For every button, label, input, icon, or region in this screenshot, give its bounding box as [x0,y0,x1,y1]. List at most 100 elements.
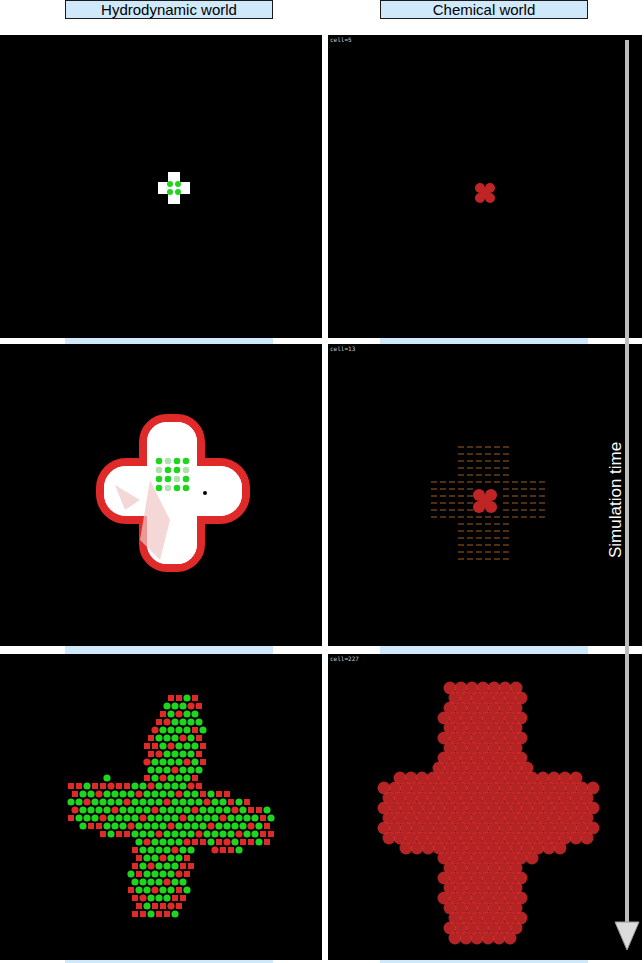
cell-dot [207,838,214,845]
cell-dot [132,863,138,869]
field-dash [485,559,491,560]
cell-dot [171,766,178,773]
cell-dot [195,718,202,725]
field-dash [467,510,473,511]
cell-dot [159,742,166,749]
cell-dot [107,798,114,805]
field-dash [476,538,482,539]
field-dash [467,461,473,462]
cell-dot [239,822,246,829]
cell-dot [136,903,142,909]
cell-dot [256,807,262,813]
field-dash [521,482,527,483]
cell-dot [223,838,230,845]
cell-dot [175,838,182,845]
cell-dot [243,830,250,837]
cell-dot [159,806,166,813]
cell-dot [75,798,82,805]
cell-dot [235,814,242,821]
cell-dot [127,806,134,813]
field-dash [503,524,509,525]
field-dash [467,447,473,448]
cell-dot [171,702,178,709]
cell-dot [554,842,567,855]
cell-dot [175,790,182,797]
cell-dot [156,485,163,492]
field-dash [485,461,491,462]
cell-dot [143,902,150,909]
field-dash [494,468,500,469]
cell-dot [167,902,174,909]
cell-dot [163,734,170,741]
cell-dot [87,806,94,813]
cell-dot [159,774,166,781]
cell-dot [155,734,162,741]
cell-dot [200,743,206,749]
cell-dot [159,870,166,877]
cell-dot [203,798,210,805]
cell-dot [163,718,170,725]
cell-dot [151,854,158,861]
cell-dot [147,830,154,837]
field-dash [503,475,509,476]
field-dash [458,503,464,504]
cell-dot [151,774,158,781]
cell-dot [183,838,190,845]
cell-dot [119,822,126,829]
field-dash [503,503,509,504]
cell-dot [156,467,163,474]
field-dash [458,524,464,525]
field-dash [530,489,536,490]
cell-dot [248,839,254,845]
cell-dot [151,870,158,877]
strip [65,646,273,654]
cell-dot [243,814,250,821]
field-dash [476,524,482,525]
field-dash [458,531,464,532]
cell-dot [196,751,202,757]
cell-dot [131,814,138,821]
cell-dot [219,798,226,805]
cell-dot [191,806,198,813]
cell-dot [526,852,539,865]
cell-dot [183,710,190,717]
cell-dot [192,775,198,781]
cell-dot [235,830,242,837]
cell-dot [203,830,210,837]
field-dash [467,468,473,469]
cell-dot [179,718,186,725]
cell-dot [179,782,186,789]
field-dash [512,503,518,504]
cell-dot [260,831,266,837]
cell-dot [151,726,158,733]
field-dash [431,510,437,511]
header-box: Chemical world [380,0,588,19]
field-dash [467,531,473,532]
cell-dot [91,814,98,821]
field-dash [458,447,464,448]
cell-dot [143,806,150,813]
cell-dot [207,806,214,813]
cell-dot [115,814,122,821]
cell-dot [216,839,222,845]
field-dash [503,489,509,490]
cell-dot [183,790,190,797]
field-dash [467,475,473,476]
cell-dot [165,476,172,483]
cell-dot [163,766,170,773]
cell-dot [156,458,163,465]
cell-dot [148,751,154,757]
cell-dot [72,791,78,797]
panel [0,344,322,646]
cell-dot [200,759,206,765]
field-dash [539,482,545,483]
cell-dot [128,887,134,893]
cell-dot [139,862,146,869]
cell-dot [196,783,202,789]
cell-dot [176,887,182,893]
cell-dot [107,830,114,837]
field-dash [494,538,500,539]
cell-dot [163,782,170,789]
cell-dot [167,870,174,877]
cell-dot [223,822,230,829]
